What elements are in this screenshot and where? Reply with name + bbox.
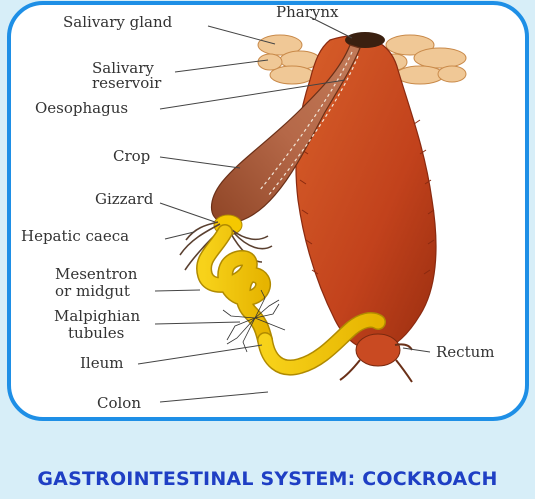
label-ileum: Ileum	[80, 354, 123, 372]
label-pharynx: Pharynx	[276, 3, 339, 21]
label-gizzard: Gizzard	[95, 190, 154, 208]
label-mesentron-2: or midgut	[55, 282, 130, 300]
rectum-shape	[355, 333, 401, 367]
label-salivary-gland: Salivary gland	[63, 13, 173, 31]
label-rectum: Rectum	[436, 343, 494, 361]
label-crop: Crop	[113, 147, 150, 165]
diagram-caption: GASTROINTESTINAL SYSTEM: COCKROACH	[37, 468, 498, 490]
pharynx-shape	[345, 32, 385, 48]
hepatic-caeca-shape	[179, 221, 273, 273]
label-salivary-reservoir-2: reservoir	[92, 74, 162, 92]
malpighian-tubules-shape	[222, 289, 286, 353]
label-hepatic-caeca: Hepatic caeca	[21, 227, 129, 245]
label-malpighian-2: tubules	[68, 324, 124, 342]
label-salivary-reservoir-1: Salivary	[92, 59, 154, 77]
leader-lines	[137, 16, 431, 403]
label-colon: Colon	[97, 394, 141, 412]
label-malpighian-1: Malpighian	[54, 307, 141, 325]
label-mesentron-1: Mesentron	[55, 265, 138, 283]
label-oesophagus: Oesophagus	[35, 99, 128, 117]
